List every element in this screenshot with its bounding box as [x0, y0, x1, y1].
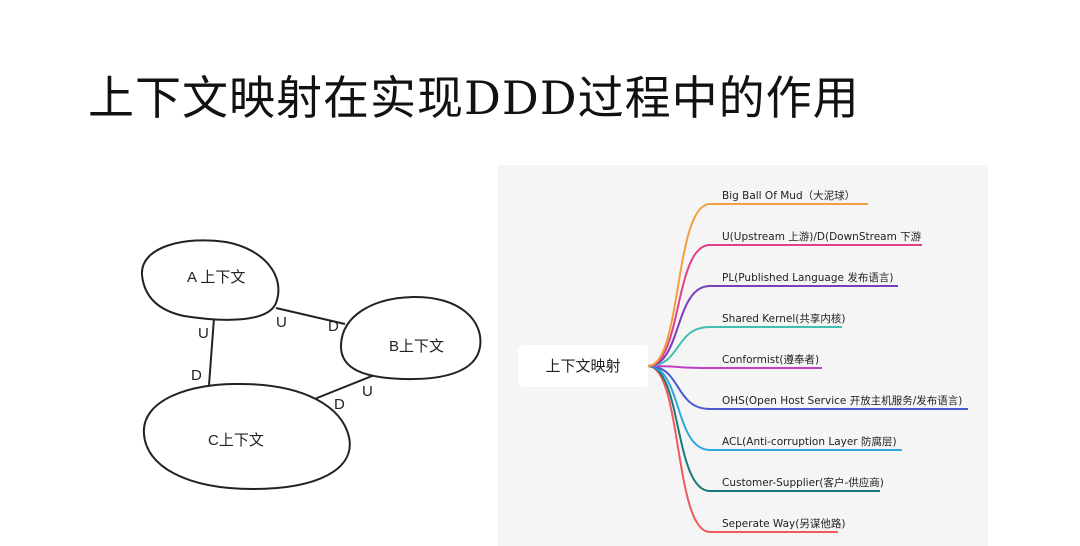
context-node-b-label: B上下文	[389, 338, 444, 355]
mind-map-branch-line	[647, 365, 968, 410]
context-node-a-label: A 上下文	[187, 269, 245, 286]
mind-map-branch-label: Big Ball Of Mud（大泥球）	[722, 189, 855, 202]
mind-map-branch-line	[647, 285, 898, 367]
context-node-c	[142, 382, 351, 491]
mind-map-branch-line	[647, 203, 868, 367]
mind-map-branch-line	[647, 244, 922, 367]
mind-map-branch-label: PL(Published Language 发布语言)	[722, 271, 893, 284]
page-title: 上下文映射在实现DDD过程中的作用	[88, 71, 860, 125]
edge-a-c	[208, 317, 215, 386]
context-node-c-label: C上下文	[208, 432, 264, 449]
mind-map-branch-label: OHS(Open Host Service 开放主机服务/发布语言)	[722, 394, 962, 407]
context-node-b	[339, 295, 482, 381]
mind-map-branch-line	[647, 365, 902, 451]
mind-map-branch-label: Shared Kernel(共享内核)	[722, 312, 845, 325]
mind-map-branch-label: ACL(Anti-corruption Layer 防腐层)	[722, 435, 897, 448]
mind-map-branch-line	[647, 365, 880, 492]
mind-map-branch-label: U(Upstream 上游)/D(DownStream 下游	[722, 230, 922, 243]
mind-map-root-box	[518, 345, 648, 387]
mind-map-branch-line	[647, 365, 838, 533]
edge-a-b	[275, 307, 346, 325]
mind-map-branch-line	[647, 365, 822, 369]
edge-a-c-upstream-label: U	[198, 325, 209, 342]
edge-b-c	[311, 373, 378, 401]
context-node-a	[140, 239, 280, 321]
mind-map-branch-line	[647, 326, 842, 367]
edge-a-b-downstream-label: D	[328, 318, 339, 335]
edge-b-c-downstream-label: D	[334, 396, 345, 413]
edge-b-c-upstream-label: U	[362, 383, 373, 400]
mind-map: 上下文映射 Big Ball Of Mud（大泥球） U(Upstream 上游)…	[518, 189, 968, 533]
mind-map-branch-label: Customer-Supplier(客户-供应商)	[722, 476, 884, 489]
edge-a-c-downstream-label: D	[191, 367, 202, 384]
mind-map-branch-label: Seperate Way(另谋他路)	[722, 517, 845, 530]
edge-a-b-upstream-label: U	[276, 314, 287, 331]
mind-map-branch-label: Conformist(遵奉者)	[722, 353, 819, 366]
mind-map-root-label: 上下文映射	[545, 357, 620, 375]
context-diagram: A 上下文 B上下文 C上下文 U D U D U D	[140, 239, 482, 491]
